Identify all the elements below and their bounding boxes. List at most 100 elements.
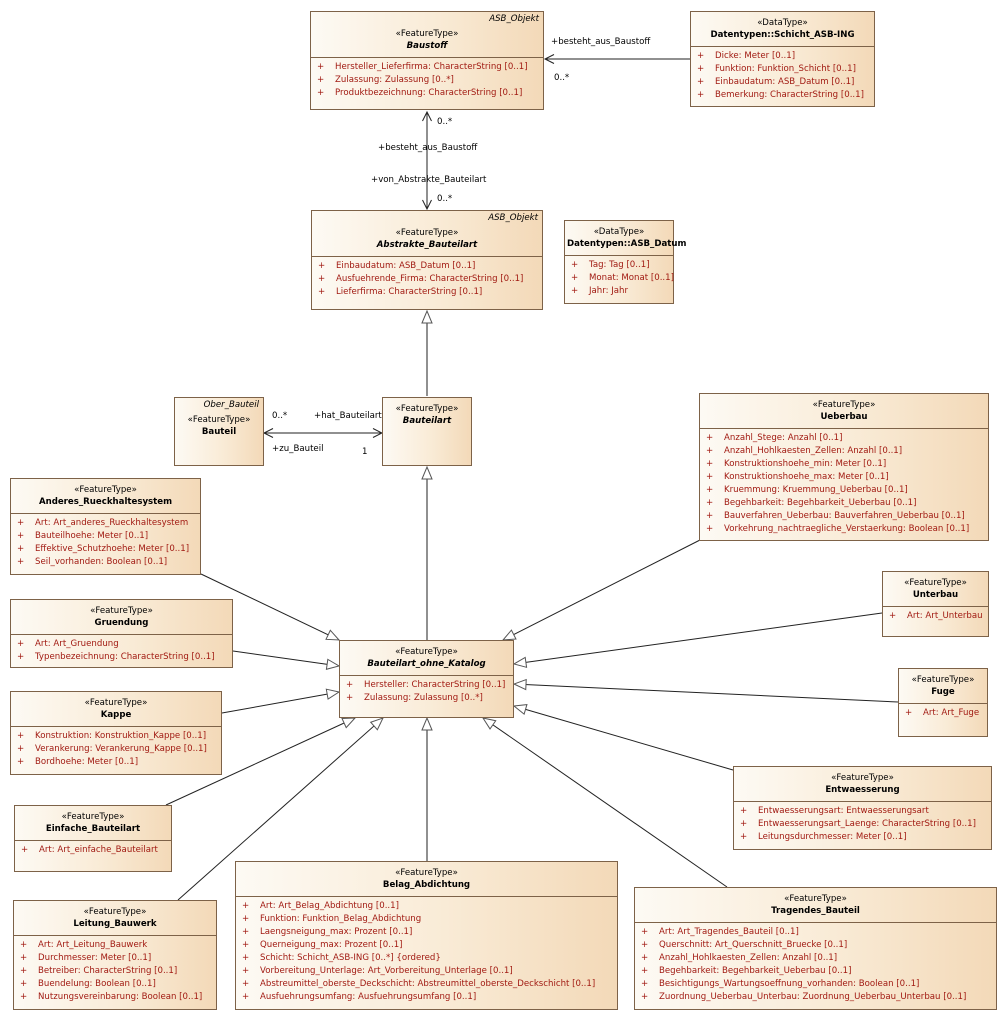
multiplicity-label: 0..* <box>554 73 570 83</box>
attribute-list: Art: Art_Belag_Abdichtung [0..1] Funktio… <box>236 896 617 1007</box>
stereotype: «FeatureType» <box>395 228 459 238</box>
attribute: Zuordnung_Ueberbau_Unterbau: Zuordnung_U… <box>635 991 996 1004</box>
attribute: Zulassung: Zulassung [0..*] <box>340 692 513 705</box>
attribute-list: Hersteller_Lieferfirma: CharacterString … <box>311 57 543 103</box>
attribute: Konstruktion: Konstruktion_Kappe [0..1] <box>11 730 221 743</box>
attribute: Produktbezeichnung: CharacterString [0..… <box>311 87 543 100</box>
attribute: Entwaesserungsart: Entwaesserungsart <box>734 805 991 818</box>
attribute-list: Art: Art_einfache_Bauteilart <box>15 840 171 860</box>
class-bauteilart[interactable]: «FeatureType» Bauteilart <box>382 397 472 466</box>
multiplicity-label: 0..* <box>272 411 288 421</box>
attribute-list: Art: Art_Unterbau <box>883 606 988 626</box>
attribute: Ausfuehrungsumfang: Ausfuehrungsumfang [… <box>236 991 617 1004</box>
multiplicity-label: 1 <box>362 447 368 457</box>
stereotype: «FeatureType» <box>812 400 876 410</box>
class-name: Baustoff <box>406 41 448 51</box>
stereotype: «FeatureType» <box>83 907 147 917</box>
gen-entwaesserung <box>514 706 734 771</box>
attribute: Bemerkung: CharacterString [0..1] <box>691 89 874 102</box>
attribute: Schicht: Schicht_ASB-ING [0..*] {ordered… <box>236 952 617 965</box>
stereotype: «FeatureType» <box>911 675 975 685</box>
attribute: Typenbezeichnung: CharacterString [0..1] <box>11 651 232 664</box>
class-schicht-asb-ing[interactable]: «DataType» Datentypen::Schicht_ASB-ING D… <box>690 11 875 107</box>
attribute: Entwaesserungsart_Laenge: CharacterStrin… <box>734 818 991 831</box>
attribute: Zulassung: Zulassung [0..*] <box>311 74 543 87</box>
class-belag-abdichtung[interactable]: «FeatureType» Belag_Abdichtung Art: Art_… <box>235 861 618 1010</box>
stereotype: «FeatureType» <box>84 698 148 708</box>
attribute: Vorkehrung_nachtraegliche_Verstaerkung: … <box>700 523 988 536</box>
attribute: Hersteller_Lieferfirma: CharacterString … <box>311 61 543 74</box>
role-label-besteht: +besteht_aus_Baustoff <box>378 143 478 153</box>
attribute-list: Hersteller: CharacterString [0..1] Zulas… <box>340 675 513 708</box>
class-name: Datentypen::ASB_Datum <box>567 239 687 249</box>
stereotype: «DataType» <box>757 18 808 28</box>
attribute-list: Art: Art_Leitung_Bauwerk Durchmesser: Me… <box>14 935 216 1007</box>
attribute: Betreiber: CharacterString [0..1] <box>14 965 216 978</box>
attribute: Kruemmung: Kruemmung_Ueberbau [0..1] <box>700 484 988 497</box>
class-name: Entwaesserung <box>825 785 900 795</box>
class-unterbau[interactable]: «FeatureType» Unterbau Art: Art_Unterbau <box>882 571 989 637</box>
multiplicity-label: 0..* <box>437 117 453 127</box>
gen-tragendes <box>483 718 728 888</box>
class-name: Gruendung <box>94 618 149 628</box>
attribute: Buendelung: Boolean [0..1] <box>14 978 216 991</box>
attribute: Art: Art_Fuge <box>899 707 987 720</box>
role-label-schicht: +besteht_aus_Baustoff <box>551 37 651 47</box>
class-fuge[interactable]: «FeatureType» Fuge Art: Art_Fuge <box>898 668 988 737</box>
stereotype: «DataType» <box>593 227 645 237</box>
gen-einfache <box>165 718 355 806</box>
class-name: Abstrakte_Bauteilart <box>376 240 478 250</box>
attribute: Funktion: Funktion_Belag_Abdichtung <box>236 913 617 926</box>
gen-kappe <box>221 692 339 714</box>
attribute: Art: Art_Unterbau <box>883 610 988 623</box>
class-entwaesserung[interactable]: «FeatureType» Entwaesserung Entwaesserun… <box>733 766 992 850</box>
attribute: Konstruktionshoehe_min: Meter [0..1] <box>700 458 988 471</box>
attribute: Bauteilhoehe: Meter [0..1] <box>11 530 200 543</box>
attribute: Hersteller: CharacterString [0..1] <box>340 679 513 692</box>
attribute: Art: Art_anderes_Rueckhaltesystem <box>11 517 200 530</box>
attribute: Dicke: Meter [0..1] <box>691 50 874 63</box>
class-bauteilart-ohne-katalog[interactable]: «FeatureType» Bauteilart_ohne_Katalog He… <box>339 640 514 718</box>
class-bauteil[interactable]: Ober_Bauteil «FeatureType» Bauteil <box>174 397 264 466</box>
attribute: Bordhoehe: Meter [0..1] <box>11 756 221 769</box>
class-einfache-bauteilart[interactable]: «FeatureType» Einfache_Bauteilart Art: A… <box>14 805 172 872</box>
class-name: Belag_Abdichtung <box>382 880 471 890</box>
gen-ueberbau <box>503 539 701 640</box>
gen-fuge <box>514 684 899 703</box>
stereotype: «FeatureType» <box>904 578 967 588</box>
stereotype: «FeatureType» <box>395 647 458 657</box>
attribute: Anzahl_Stege: Anzahl [0..1] <box>700 432 988 445</box>
class-baustoff[interactable]: ASB_Objekt «FeatureType» Baustoff Herste… <box>310 11 544 110</box>
class-abstrakte-bauteilart[interactable]: ASB_Objekt «FeatureType» Abstrakte_Baute… <box>311 210 543 310</box>
class-gruendung[interactable]: «FeatureType» Gruendung Art: Art_Gruendu… <box>10 599 233 668</box>
class-ueberbau[interactable]: «FeatureType» Ueberbau Anzahl_Stege: Anz… <box>699 393 989 541</box>
attribute: Begehbarkeit: Begehbarkeit_Ueberbau [0..… <box>635 965 996 978</box>
attribute: Vorbereitung_Unterlage: Art_Vorbereitung… <box>236 965 617 978</box>
class-asb-datum[interactable]: «DataType» Datentypen::ASB_Datum Tag: Ta… <box>564 220 687 304</box>
stereotype: «FeatureType» <box>831 773 894 783</box>
attribute-list: Art: Art_Gruendung Typenbezeichnung: Cha… <box>11 634 232 667</box>
abstract-parent: Ober_Bauteil <box>203 400 259 410</box>
attribute: Tag: Tag [0..1] <box>565 259 673 272</box>
attribute-list: Art: Art_anderes_Rueckhaltesystem Bautei… <box>11 513 200 572</box>
multiplicity-label: 0..* <box>437 194 453 204</box>
class-kappe[interactable]: «FeatureType» Kappe Konstruktion: Konstr… <box>10 691 222 775</box>
stereotype: «FeatureType» <box>74 485 137 495</box>
class-name: Datentypen::Schicht_ASB-ING <box>710 30 855 40</box>
class-tragendes-bauteil[interactable]: «FeatureType» Tragendes_Bauteil Art: Art… <box>634 887 997 1010</box>
stereotype: «FeatureType» <box>61 812 125 822</box>
class-name: Ueberbau <box>820 412 868 422</box>
attribute: Besichtigungs_Wartungsoeffnung_vorhanden… <box>635 978 996 991</box>
class-leitung-bauwerk[interactable]: «FeatureType» Leitung_Bauwerk Art: Art_L… <box>13 900 217 1010</box>
class-name: Anderes_Rueckhaltesystem <box>38 497 173 507</box>
attribute: Leitungsdurchmesser: Meter [0..1] <box>734 831 991 844</box>
attribute: Durchmesser: Meter [0..1] <box>14 952 216 965</box>
attribute: Nutzungsvereinbarung: Boolean [0..1] <box>14 991 216 1004</box>
class-name: Tragendes_Bauteil <box>771 906 860 916</box>
class-name: Bauteil <box>201 427 237 437</box>
attribute-list: Einbaudatum: ASB_Datum [0..1] Ausfuehren… <box>312 256 542 302</box>
stereotype: «FeatureType» <box>784 894 847 904</box>
class-anderes-rueckhaltesystem[interactable]: «FeatureType» Anderes_Rueckhaltesystem A… <box>10 478 201 575</box>
attribute: Lieferfirma: CharacterString [0..1] <box>312 286 542 299</box>
class-name: Bauteilart <box>402 416 452 426</box>
